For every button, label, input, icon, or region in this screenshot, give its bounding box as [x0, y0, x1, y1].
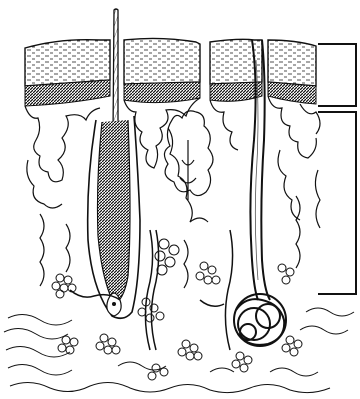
subcutaneous-layer	[4, 308, 354, 393]
blood-vessels	[70, 230, 233, 350]
fat-cluster-4	[278, 264, 294, 284]
fat-cluster-8	[178, 340, 202, 360]
dermis-bracket	[318, 112, 356, 294]
epidermis-bracket	[318, 44, 356, 106]
dermis-layer	[25, 96, 320, 288]
fat-cluster-6	[58, 336, 78, 354]
fat-cluster-9	[232, 352, 252, 372]
fat-cluster-7	[96, 334, 120, 354]
layer-brackets	[318, 44, 356, 294]
epidermis-layer	[25, 38, 316, 106]
fat-cell-clusters	[52, 239, 302, 380]
fat-cluster-10	[282, 336, 302, 356]
fat-cluster-3	[196, 262, 220, 284]
fat-cluster-1	[52, 274, 76, 298]
